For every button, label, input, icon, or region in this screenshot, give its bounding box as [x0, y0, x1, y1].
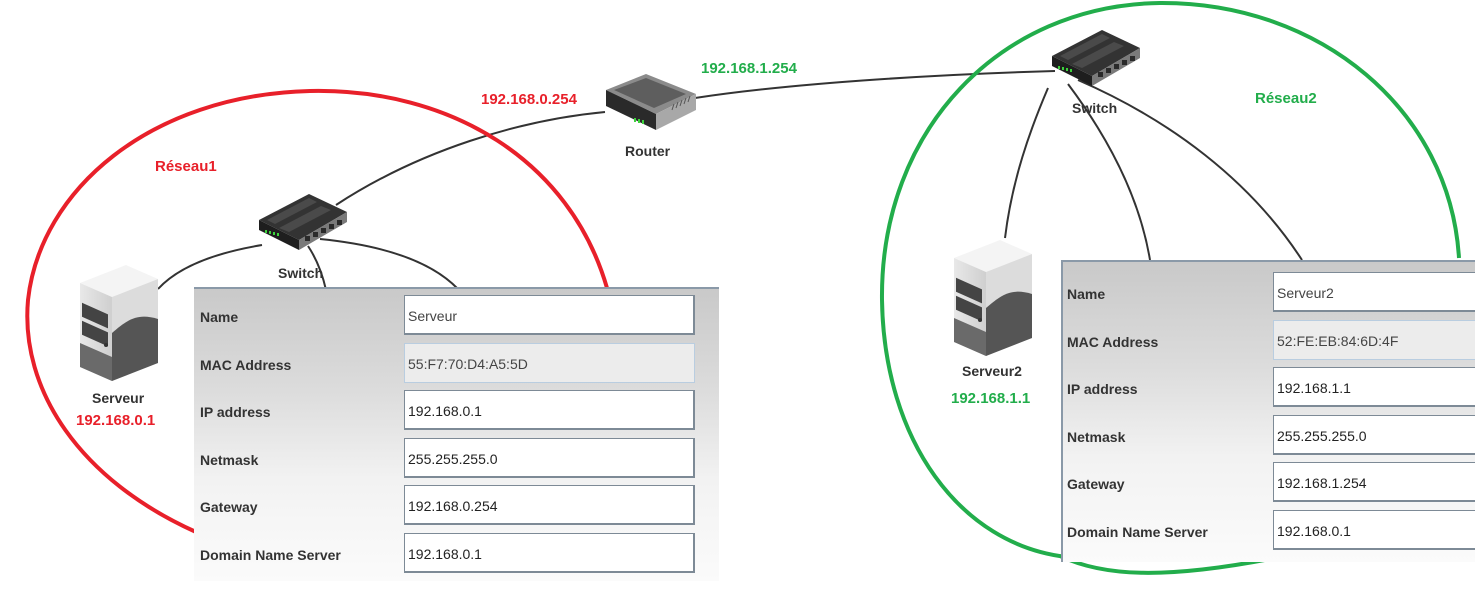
property-row-mac: MAC Address 52:FE:EB:84:6D:4F	[1063, 319, 1475, 368]
server1-label: Serveur	[92, 390, 145, 406]
link-switch2-server2	[1004, 87, 1049, 239]
switch-icon	[1052, 30, 1140, 86]
link-switch2-right	[1077, 79, 1303, 261]
property-row-netmask: Netmask 255.255.255.0	[1063, 414, 1475, 463]
property-label: Gateway	[200, 499, 258, 515]
server2-properties-panel: Name Serveur2 MAC Address 52:FE:EB:84:6D…	[1061, 260, 1475, 562]
property-label: IP address	[200, 404, 271, 420]
property-label: MAC Address	[1067, 333, 1159, 350]
mac-address-field: 52:FE:EB:84:6D:4F	[1273, 319, 1475, 360]
switch-network1[interactable]	[255, 190, 350, 258]
name-field[interactable]: Serveur2	[1273, 272, 1475, 312]
link-switch1-right	[319, 238, 459, 290]
property-row-name: Name Serveur	[194, 295, 719, 343]
netmask-field[interactable]: 255.255.255.0	[1273, 414, 1475, 455]
gateway-field[interactable]: 192.168.0.254	[404, 485, 695, 525]
network2-label: Réseau2	[1255, 90, 1317, 107]
server1-properties-panel: Name Serveur MAC Address 55:F7:70:D4:A5:…	[194, 287, 719, 581]
ip-address-field[interactable]: 192.168.1.1	[1273, 367, 1475, 407]
server2-label: Serveur2	[962, 363, 1022, 379]
network2-boundary	[879, 0, 1461, 559]
property-label: Name	[200, 309, 239, 325]
property-label: Netmask	[1067, 428, 1126, 445]
property-label: IP address	[1067, 381, 1138, 397]
property-row-gateway: Gateway 192.168.1.254	[1063, 462, 1475, 510]
router-icon	[606, 74, 696, 130]
server-icon	[954, 240, 1032, 356]
property-row-dns: Domain Name Server 192.168.0.1	[194, 532, 719, 581]
ip-address-field[interactable]: 192.168.0.1	[404, 390, 695, 430]
dns-field[interactable]: 192.168.0.1	[1273, 509, 1475, 550]
property-row-ip: IP address 192.168.0.1	[194, 390, 719, 438]
link-switch1-router	[335, 111, 606, 206]
name-field[interactable]: Serveur	[404, 295, 695, 335]
mac-address-field: 55:F7:70:D4:A5:5D	[404, 342, 695, 383]
router-interface-network2: 192.168.1.254	[701, 60, 797, 77]
switch2-label: Switch	[1072, 100, 1118, 116]
router-interface-network1: 192.168.0.254	[481, 91, 577, 108]
property-row-netmask: Netmask 255.255.255.0	[194, 437, 719, 486]
property-row-dns: Domain Name Server 192.168.0.1	[1063, 509, 1475, 558]
property-label: Netmask	[200, 451, 259, 468]
property-label: Domain Name Server	[200, 546, 341, 563]
netmask-field[interactable]: 255.255.255.0	[404, 437, 695, 478]
server-serveur[interactable]	[78, 263, 160, 385]
server1-ip: 192.168.0.1	[76, 412, 156, 429]
server2-ip: 192.168.1.1	[951, 390, 1031, 407]
property-label: Domain Name Server	[1067, 523, 1208, 540]
dns-field[interactable]: 192.168.0.1	[404, 532, 695, 573]
router-label: Router	[625, 143, 671, 159]
property-label: MAC Address	[200, 356, 292, 373]
network1-boundary	[25, 88, 609, 534]
network1-label: Réseau1	[155, 158, 217, 175]
server-icon	[80, 265, 158, 381]
link-switch1-server1	[157, 244, 263, 290]
property-row-name: Name Serveur2	[1063, 272, 1475, 320]
switch-network2[interactable]	[1048, 26, 1143, 94]
property-label: Gateway	[1067, 476, 1125, 492]
server-serveur2[interactable]	[952, 238, 1034, 360]
property-row-gateway: Gateway 192.168.0.254	[194, 485, 719, 533]
router[interactable]	[598, 62, 698, 134]
switch1-label: Switch	[278, 265, 324, 281]
switch-icon	[259, 194, 347, 250]
property-label: Name	[1067, 286, 1106, 302]
property-row-mac: MAC Address 55:F7:70:D4:A5:5D	[194, 342, 719, 391]
network2-boundary-bottom	[1059, 553, 1291, 575]
link-router-switch2	[694, 70, 1056, 99]
link-switch2-mid	[1067, 83, 1151, 261]
property-row-ip: IP address 192.168.1.1	[1063, 367, 1475, 415]
link-switch1-down	[307, 245, 327, 291]
gateway-field[interactable]: 192.168.1.254	[1273, 462, 1475, 502]
